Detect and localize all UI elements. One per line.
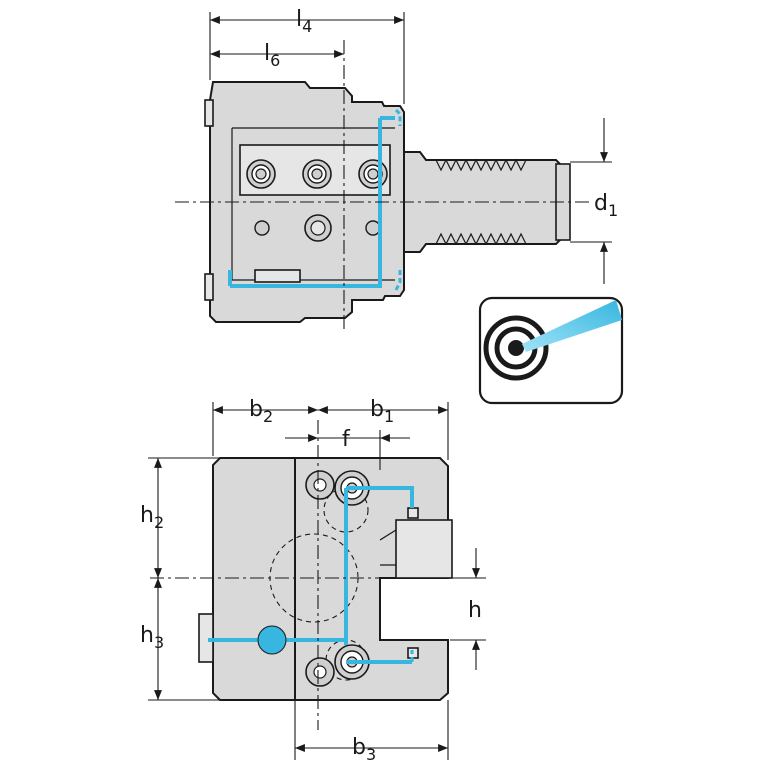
d1-label: d1 <box>594 191 618 220</box>
coolant-channel-top-view <box>228 116 395 288</box>
pocket-lines <box>379 529 397 566</box>
front-view: b2 b1 f h2 h3 h b3 <box>140 397 486 764</box>
coolant-symbol <box>478 296 624 405</box>
screw-3 <box>358 159 388 189</box>
h-label: h <box>468 598 482 623</box>
insert-pocket <box>395 519 453 579</box>
front-screw-top-left <box>305 470 335 500</box>
coolant-port-top-view <box>394 108 402 291</box>
f-label: f <box>342 427 351 452</box>
h2-label: h2 <box>140 503 164 532</box>
slot <box>254 269 301 283</box>
front-screw-bottom-left <box>305 657 335 687</box>
b3-label: b3 <box>352 735 376 764</box>
side-view: l4 l6 d1 <box>175 7 618 330</box>
flange-top <box>204 99 214 127</box>
bore-hole-2 <box>304 214 332 242</box>
nozzle-top <box>407 507 419 519</box>
coolant-jet-icon <box>483 300 622 381</box>
b2-label: b2 <box>249 397 273 426</box>
h3-label: h3 <box>140 623 164 652</box>
screw-2 <box>302 159 332 189</box>
serration-bottom <box>435 232 527 246</box>
flange-bottom <box>204 273 214 301</box>
serration-top <box>435 158 527 172</box>
l6-label: l6 <box>264 41 280 70</box>
front-body <box>212 457 296 701</box>
screw-1 <box>246 159 276 189</box>
l4-label: l4 <box>296 7 312 36</box>
b1-label: b1 <box>370 397 394 426</box>
coolant-inlet <box>257 625 287 655</box>
bore-hole-3 <box>365 220 381 236</box>
bore-hole-1 <box>254 220 270 236</box>
